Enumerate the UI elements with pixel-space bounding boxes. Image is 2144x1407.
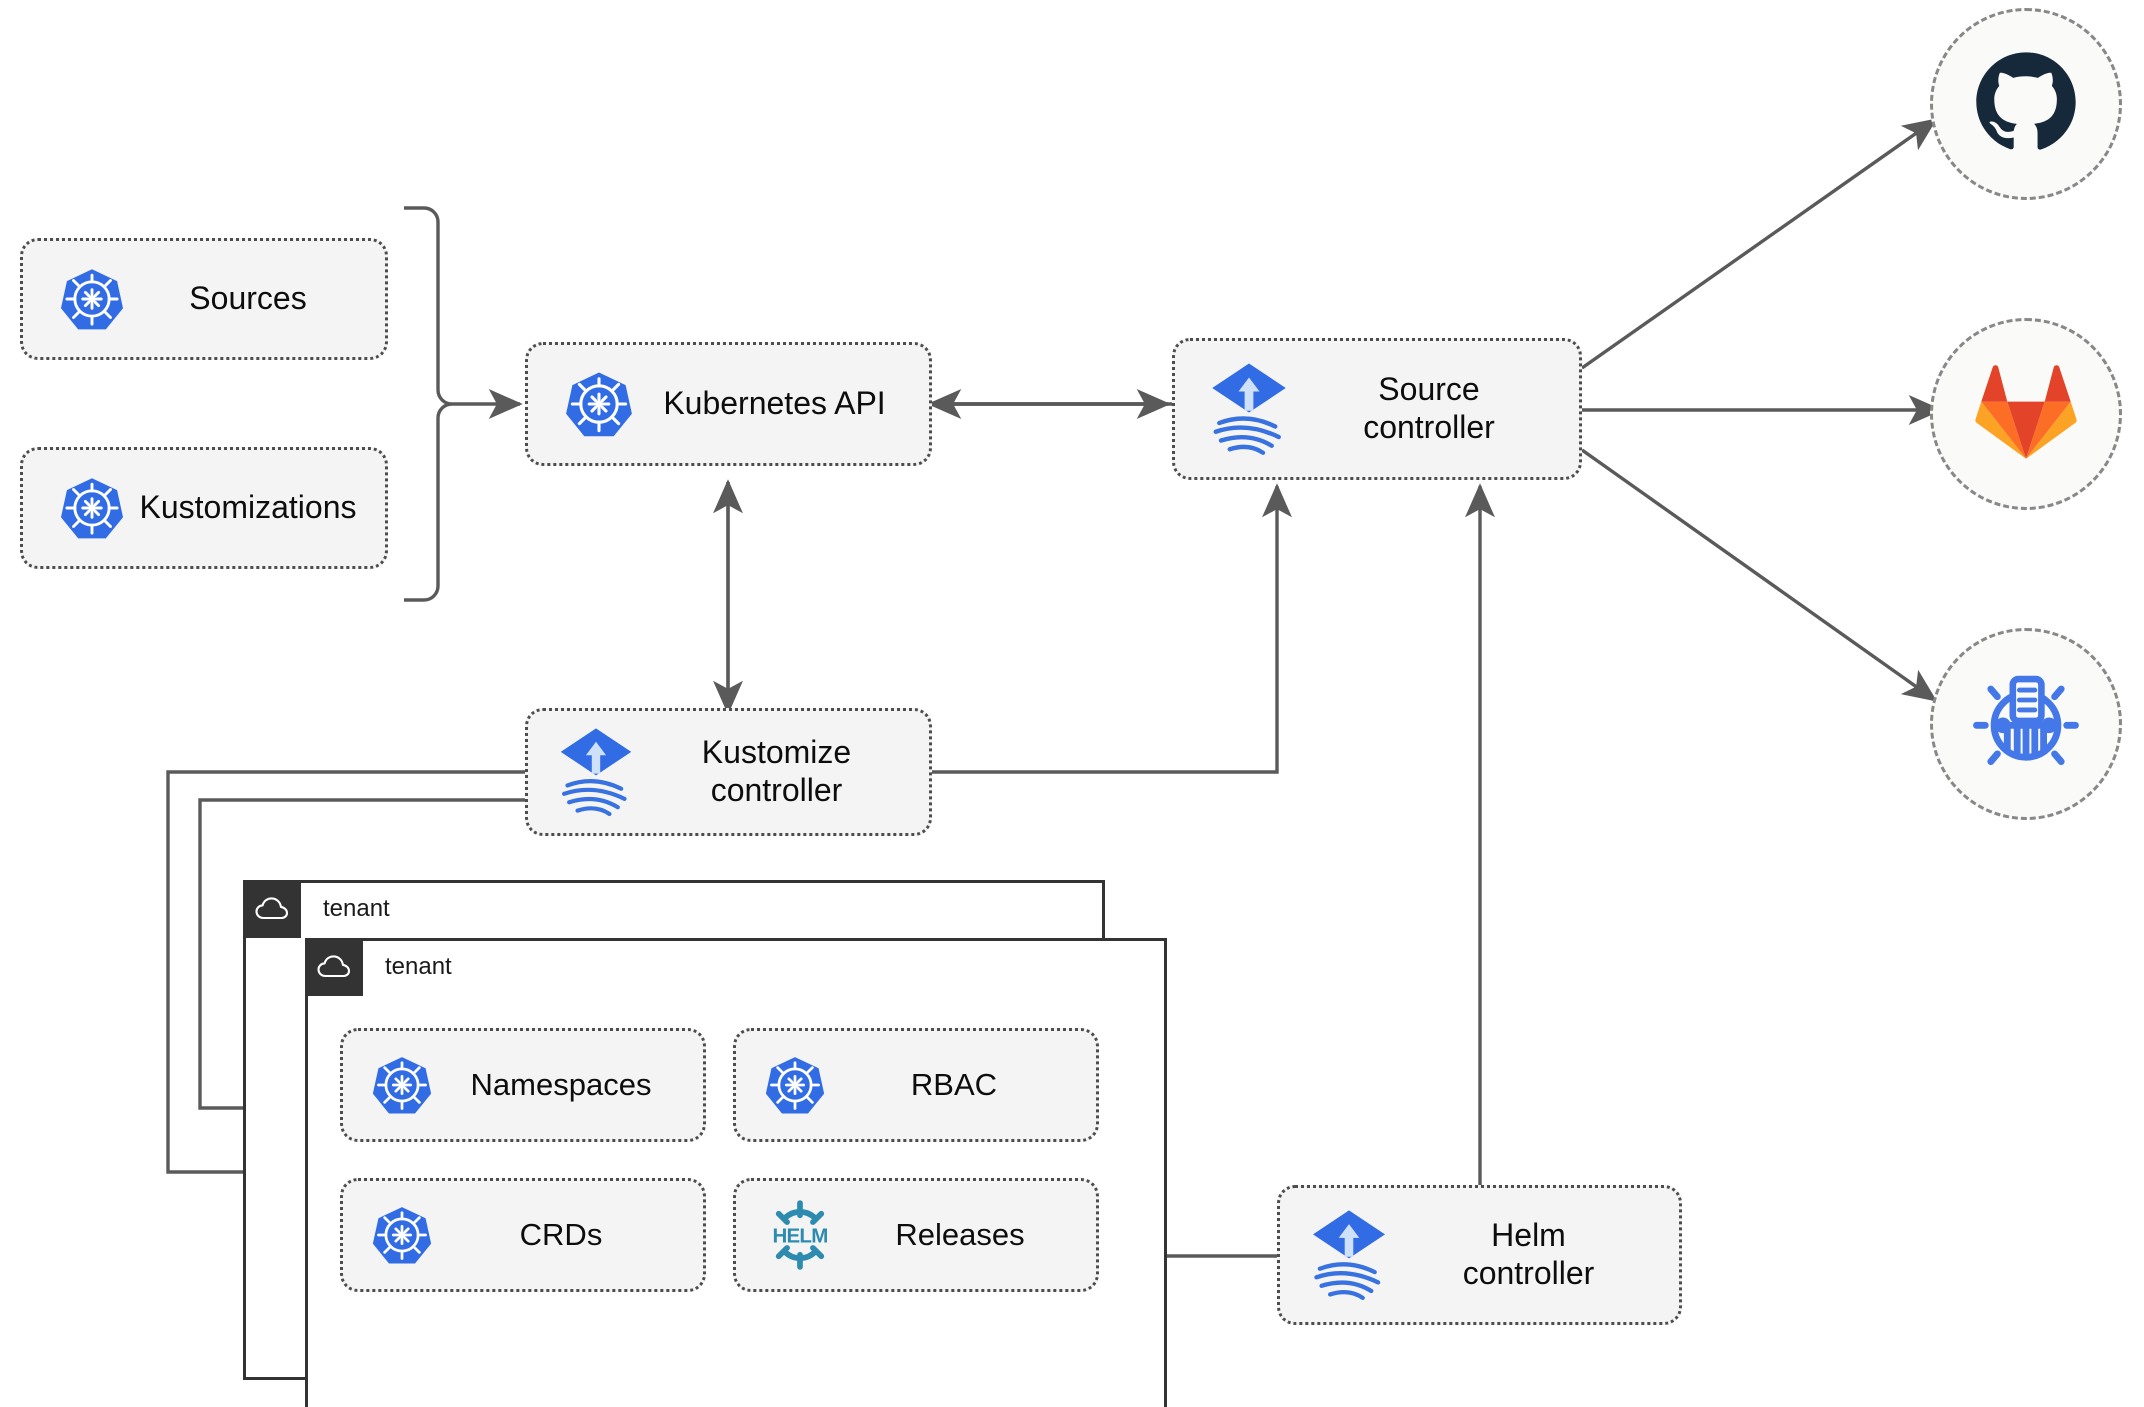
kubernetes-icon [59, 475, 125, 541]
kubernetes-icon [371, 1204, 433, 1266]
helm-registry-icon [1971, 667, 2081, 782]
node-kustomize-controller[interactable]: Kustomize controller [525, 708, 932, 836]
cloud-icon [305, 938, 363, 996]
node-rbac[interactable]: RBAC [733, 1028, 1099, 1142]
node-namespaces-label: Namespaces [470, 1066, 652, 1102]
node-kubernetes-api[interactable]: Kubernetes API [525, 342, 932, 466]
tenant-inner-title: tenant [385, 953, 452, 980]
node-releases[interactable]: HELM Releases [733, 1178, 1099, 1292]
kubernetes-icon [59, 266, 125, 332]
tenant-inner-titlebar: tenant [305, 938, 452, 996]
node-kustomizations-label: Kustomizations [139, 489, 357, 526]
node-kubernetes-api-label: Kubernetes API [663, 385, 886, 422]
node-source-controller-label: Source controller [1363, 371, 1495, 445]
endpoint-gitlab[interactable] [1930, 318, 2122, 510]
node-helm-controller-label: Helm controller [1462, 1217, 1595, 1291]
kubernetes-icon [764, 1054, 826, 1116]
flux-icon [1205, 360, 1293, 458]
kubernetes-icon [371, 1054, 433, 1116]
node-source-controller[interactable]: Source controller [1172, 338, 1582, 480]
node-rbac-label: RBAC [910, 1066, 998, 1102]
node-sources-label: Sources [189, 280, 307, 317]
node-sources[interactable]: Sources [20, 238, 388, 360]
tenant-outer-titlebar: tenant [243, 880, 390, 938]
tenant-outer-title: tenant [323, 895, 390, 922]
node-namespaces[interactable]: Namespaces [340, 1028, 706, 1142]
endpoint-github[interactable] [1930, 8, 2122, 200]
gitlab-icon [1974, 363, 2078, 466]
github-icon [1972, 48, 2080, 161]
flux-icon [554, 725, 638, 819]
node-kustomize-controller-label: Kustomize controller [701, 734, 852, 808]
kubernetes-icon [564, 369, 634, 439]
node-kustomizations[interactable]: Kustomizations [20, 447, 388, 569]
node-releases-label: Releases [895, 1216, 1025, 1252]
node-helm-controller[interactable]: Helm controller [1277, 1185, 1682, 1325]
node-crds[interactable]: CRDs [340, 1178, 706, 1292]
tenant-window-inner: tenant [305, 938, 1167, 1407]
endpoint-container-registry[interactable] [1930, 628, 2122, 820]
node-crds-label: CRDs [519, 1216, 603, 1252]
cloud-icon [243, 880, 301, 938]
svg-text:HELM: HELM [772, 1225, 827, 1248]
flux-icon [1306, 1207, 1392, 1303]
helm-icon: HELM [762, 1197, 838, 1273]
